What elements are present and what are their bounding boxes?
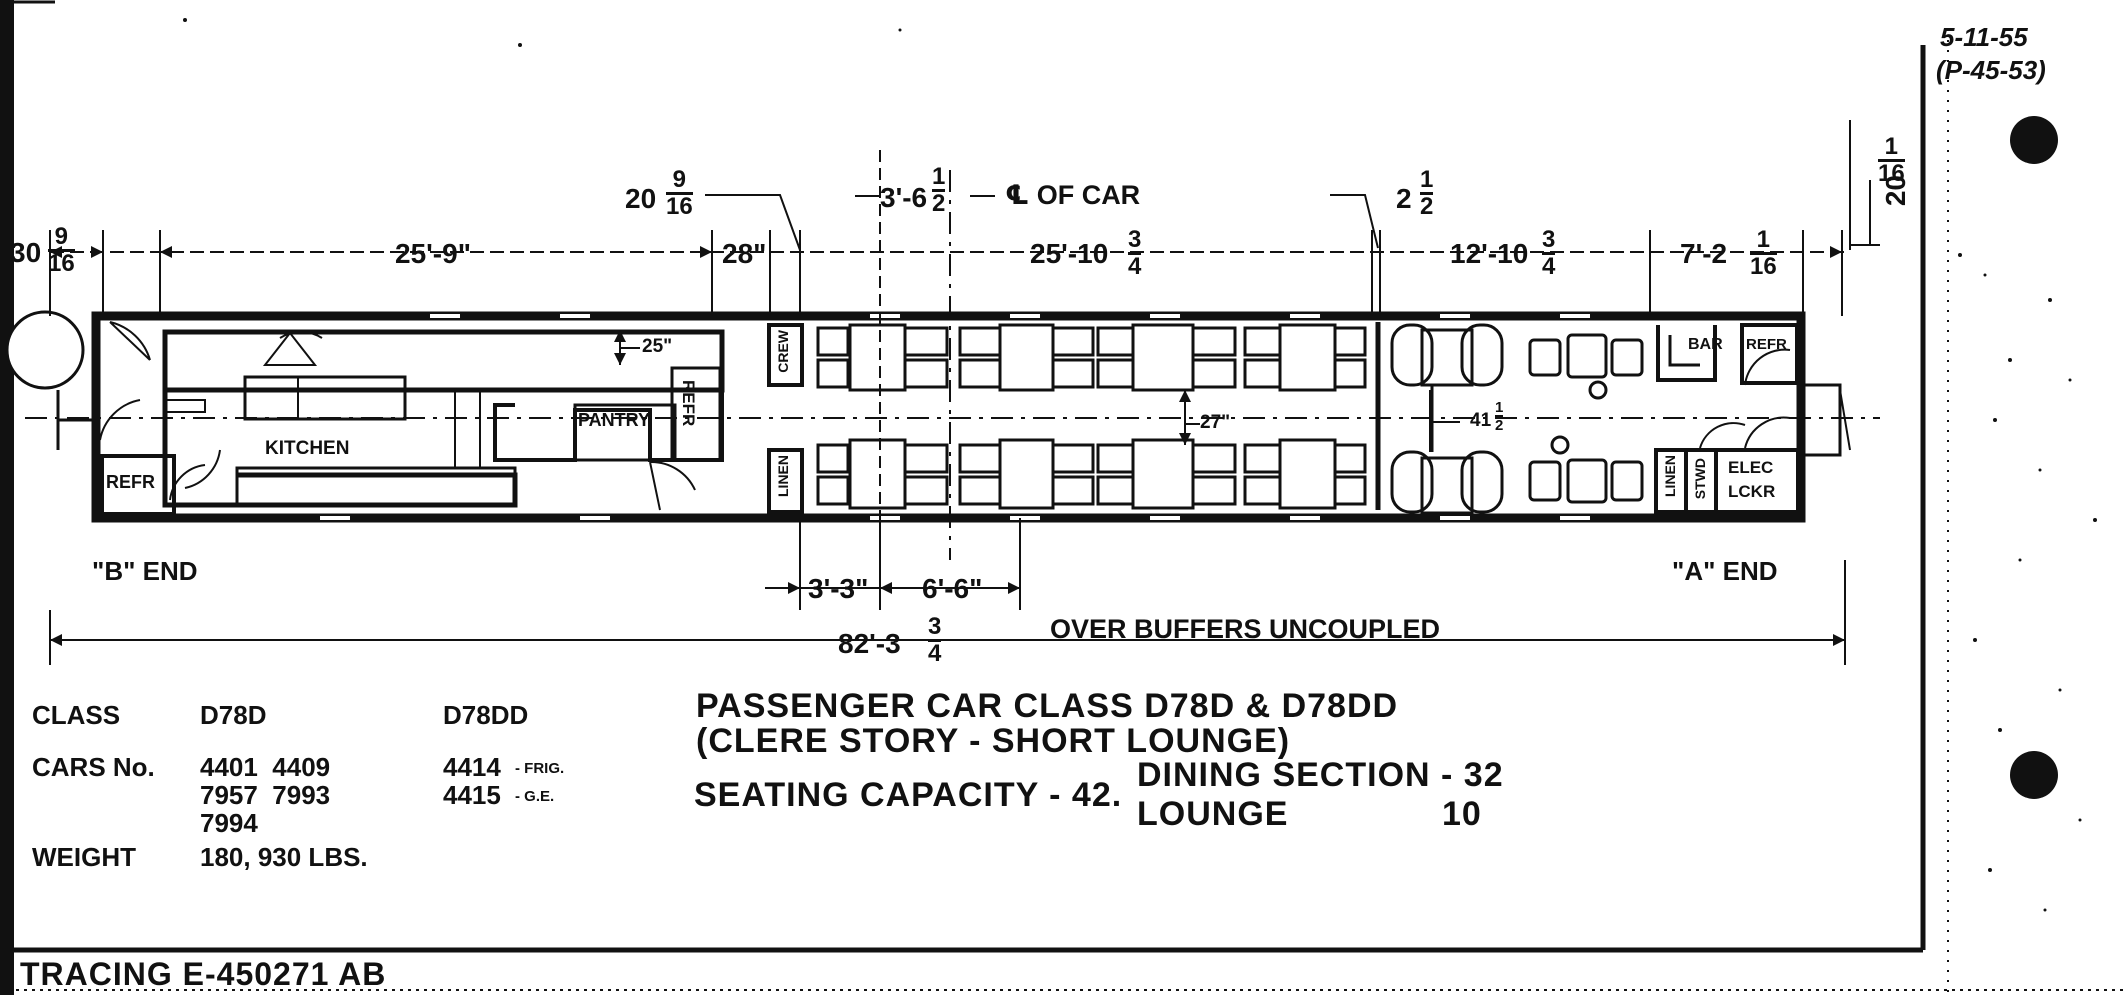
dim-lounge-whole: 12'-10 [1450,238,1529,269]
room-label-linen-left: LINEN [775,455,791,497]
spec-cars-2a-note: - FRIG. [515,760,565,777]
room-label-bar: BAR [1688,336,1723,353]
lounge-count: 10 [1442,795,1482,833]
spec-cars-label: CARS No. [32,752,155,782]
pantry-refr-box [670,366,722,462]
spec-class-2: D78DD [443,700,529,730]
room-label-kitchen: KITCHEN [265,438,350,459]
binder-hole-top [2010,116,2058,164]
dim-3-6-whole: 3'-6 [880,182,928,213]
dim-41-whole: 41 [1470,410,1492,431]
spec-class-label: CLASS [32,700,121,730]
centerline-label: ℄ OF CAR [1005,180,1141,210]
spec-cars-2b: 4415 [443,780,501,810]
dim-27: 27" [1200,412,1231,433]
end-label-b: "B" END [92,556,198,586]
spec-cars-1a: 4401 4409 [200,752,331,782]
dining-section-count: DINING SECTION - 32 [1137,756,1504,794]
margin-speckle [183,18,2097,912]
spec-class-1: D78D [200,700,267,730]
lounge-label: LOUNGE [1137,795,1289,833]
dim-dining-whole: 25'-10 [1030,238,1109,269]
refr-bar-box [1740,323,1799,385]
kitchen-counter [243,375,407,421]
dim-20-whole: 20 [625,183,657,214]
room-label-elec: ELEC [1728,458,1774,477]
dim-7-2-whole: 7'-2 [1680,238,1728,269]
dim-kitchen-length: 25'-9" [395,238,471,269]
spec-cars-2a: 4414 [443,752,501,782]
room-label-refr-bar: REFR [1746,336,1787,353]
dim-3-3: 3'-3" [808,573,869,604]
elec-lckr-box [1714,448,1800,514]
room-label-refr-pantry: REFR [679,380,698,427]
dim-overall-whole: 82'-3 [838,628,901,659]
crew-box [767,323,804,387]
spec-cars-1c: 7994 [200,808,258,838]
stamp-line2: (P-45-53) [1936,55,2046,85]
end-label-a: "A" END [1672,556,1778,586]
dim-25: 25" [642,336,673,357]
room-label-pantry: PANTRY [578,410,650,430]
dim-6-6: 6'-6" [922,573,983,604]
room-label-stwd: STWD [1692,458,1708,500]
dining-tables-top [816,323,1367,392]
room-label-lckr: LCKR [1728,482,1776,501]
stamp-line1: 5-11-55 [1940,22,2028,52]
seating-capacity: SEATING CAPACITY - 42. [694,776,1123,814]
dining-tables-bottom [816,438,1367,510]
lounge-furniture [1390,323,1644,515]
title-line2: (CLERE STORY - SHORT LOUNGE) [696,722,1291,760]
title-line1: PASSENGER CAR CLASS D78D & D78DD [696,687,1399,725]
left-edge-bar [0,0,14,995]
room-label-crew: CREW [775,330,791,373]
linen-left-box [767,448,804,514]
bar-box [1656,325,1717,382]
spec-weight-value: 180, 930 LBS. [200,842,368,872]
binder-hole-left [5,310,85,390]
binder-hole-bottom [2010,751,2058,799]
spec-cars-1b: 7957 7993 [200,780,331,810]
spec-weight-label: WEIGHT [32,842,136,872]
tracing-number: TRACING E-450271 AB [20,956,387,992]
pantry-box [573,403,677,462]
room-label-refr-b: REFR [106,472,155,492]
dim-left-end-whole: 30 [10,237,42,268]
spec-cars-2b-note: - G.E. [515,788,555,805]
dim-28: 28" [722,238,767,269]
dim-overall-text: OVER BUFFERS UNCOUPLED [1050,614,1441,644]
room-label-linen-right: LINEN [1662,455,1678,497]
dim-2-whole: 2 [1396,183,1412,214]
